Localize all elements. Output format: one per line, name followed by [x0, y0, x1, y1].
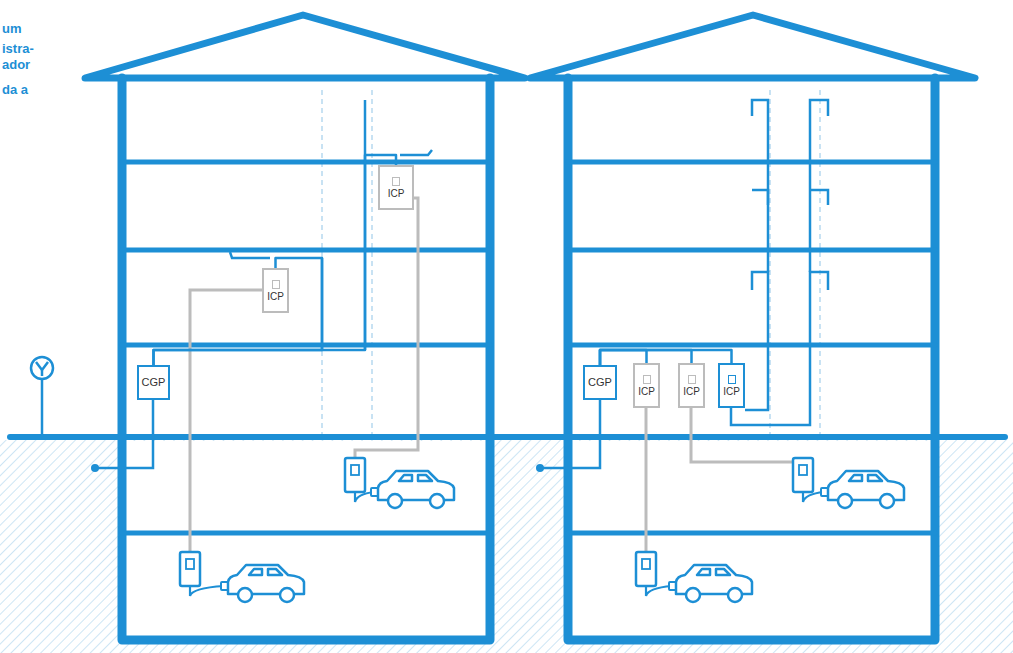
caption-fragment: um — [2, 21, 62, 37]
wheel — [388, 494, 402, 508]
wheel — [728, 588, 742, 602]
box-label: CGP — [588, 377, 612, 388]
car — [828, 471, 904, 508]
meter-icon — [272, 280, 280, 289]
feeder-line — [154, 155, 397, 365]
meter-box: ICP — [378, 165, 414, 210]
meter-box: ICP — [262, 268, 289, 313]
box-label: ICP — [723, 387, 740, 397]
meter-icon — [643, 375, 651, 384]
car-window — [849, 475, 882, 481]
charger — [793, 458, 813, 492]
charger-and-car — [636, 552, 752, 602]
charger — [345, 458, 365, 492]
meter-icon — [392, 177, 400, 186]
wheel — [238, 588, 252, 602]
meter-box: ICP — [633, 363, 660, 408]
feeder-line — [600, 350, 732, 365]
wheel — [280, 588, 294, 602]
charger-screen — [351, 465, 359, 475]
meter-box: ICP — [678, 363, 705, 408]
box-label: ICP — [683, 387, 700, 397]
feeder-line — [154, 258, 323, 365]
charge-cable — [190, 586, 224, 596]
box-label: ICP — [267, 292, 284, 302]
supply-dot — [91, 464, 544, 472]
ground-hatch — [0, 440, 1013, 653]
charger-and-car — [345, 458, 454, 508]
car-window — [249, 569, 282, 575]
wheel — [430, 494, 444, 508]
meter-icon — [688, 375, 696, 384]
wheel — [880, 494, 894, 508]
box-label: ICP — [388, 189, 405, 199]
protection-box: CGP — [137, 365, 170, 400]
car — [378, 471, 454, 508]
charger-and-car — [180, 458, 904, 602]
wheel — [686, 588, 700, 602]
meter-box: ICP — [718, 363, 745, 408]
charger — [636, 552, 656, 586]
car — [228, 565, 304, 602]
supply-symbol — [31, 357, 600, 468]
caption-fragment: istra- ador — [2, 41, 50, 73]
charger-screen — [799, 465, 807, 475]
car-window — [399, 475, 432, 481]
charger-screen — [186, 559, 194, 569]
caption-fragment: da a — [2, 82, 62, 98]
distribution-line — [230, 100, 828, 425]
wheel — [838, 494, 852, 508]
box-label: ICP — [638, 387, 655, 397]
charger-and-car — [180, 552, 304, 602]
charging-cable — [190, 198, 803, 552]
meter-icon — [728, 375, 736, 384]
riser-dots — [768, 116, 810, 228]
protection-box: CGP — [583, 365, 617, 400]
charger-screen — [642, 559, 650, 569]
car — [676, 565, 752, 602]
charger-and-car — [793, 458, 904, 508]
car-window — [697, 569, 730, 575]
building-outline — [10, 15, 1005, 640]
box-label: CGP — [142, 377, 166, 388]
charger — [180, 552, 200, 586]
